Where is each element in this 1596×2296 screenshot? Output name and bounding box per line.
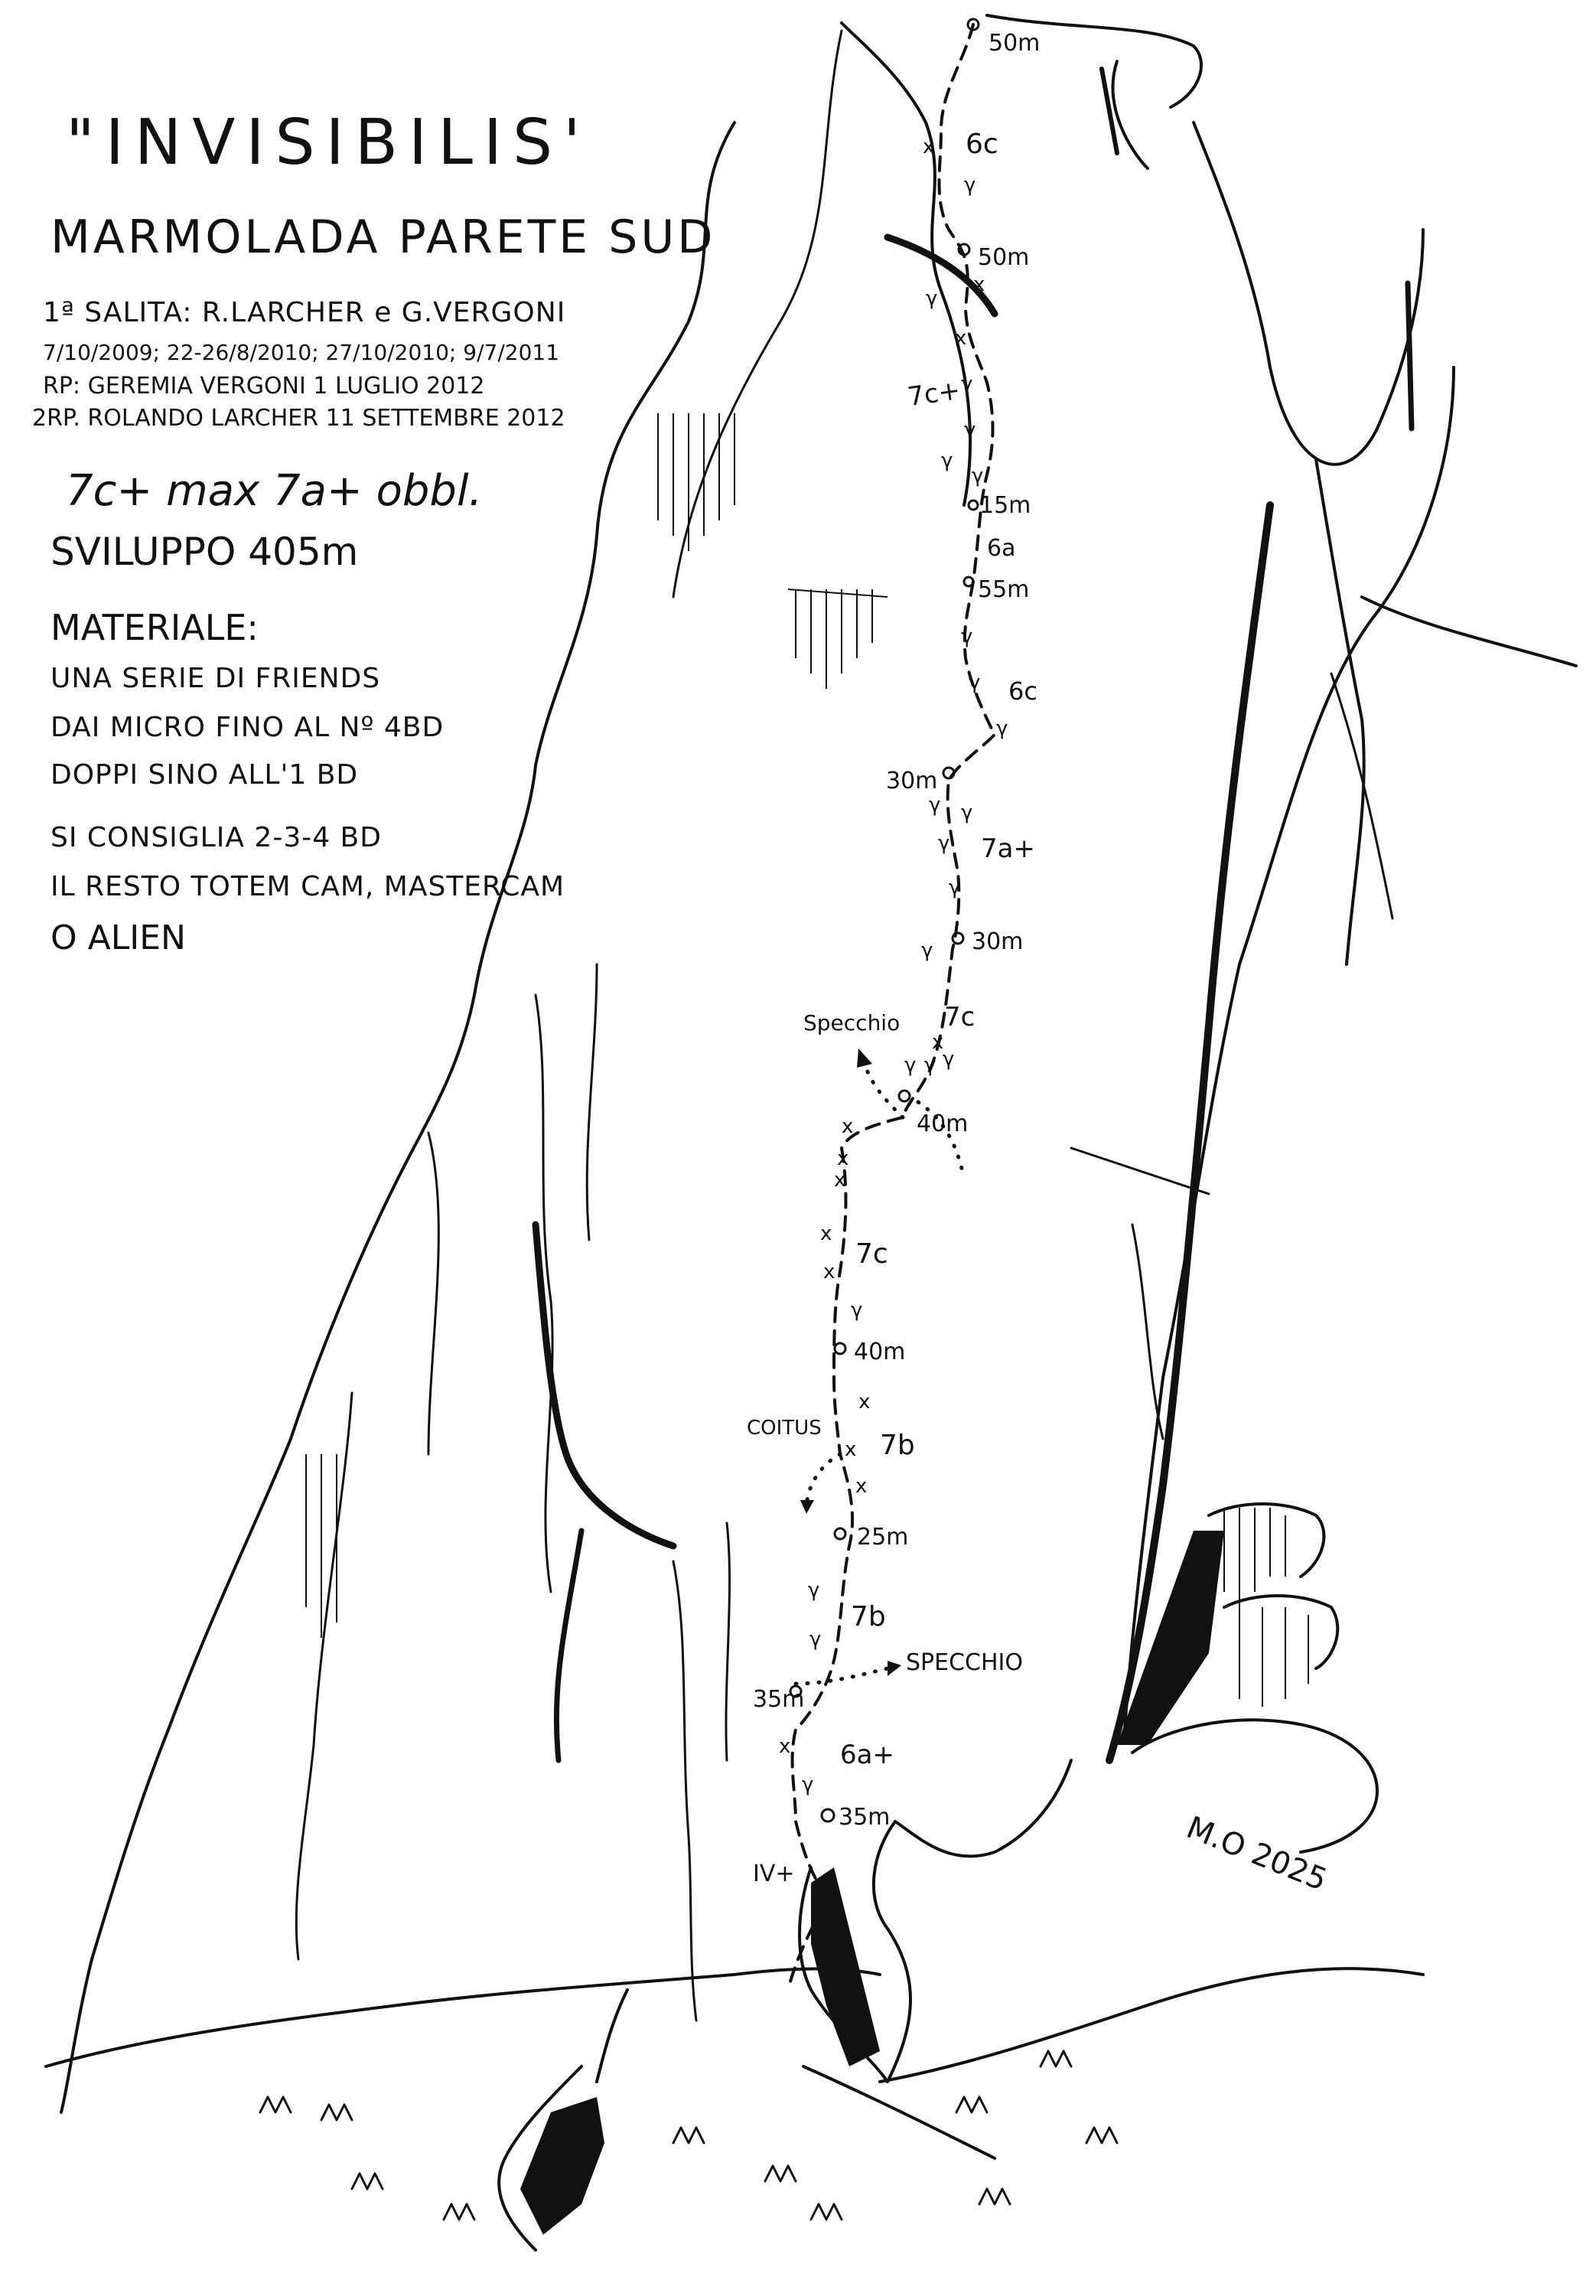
svg-text:γ: γ xyxy=(802,1773,813,1796)
pitch-grade: 6a+ xyxy=(840,1740,894,1770)
redpoint-2: 2RP. ROLANDO LARCHER 11 SETTEMBRE 2012 xyxy=(32,405,565,432)
svg-text:x: x xyxy=(823,1261,835,1283)
material-line: UNA SERIE DI FRIENDS xyxy=(50,663,380,694)
first-ascent: 1ª SALITA: R.LARCHER e G.VERGONI xyxy=(43,297,565,328)
variant-specchio-lower: SPECCHIO xyxy=(906,1649,1023,1676)
route-line xyxy=(787,23,997,1991)
pitch-length: 40m xyxy=(854,1339,905,1365)
pitch-length: 30m xyxy=(972,928,1023,955)
header-text: "INVISIBILIS' MARMOLADA PARETE SUD 1ª SA… xyxy=(32,106,715,957)
pitch-grade: 6c xyxy=(1008,677,1037,706)
pitch-grade: 7c xyxy=(944,1002,975,1032)
svg-text:x: x xyxy=(858,1391,870,1414)
svg-text:γ: γ xyxy=(929,794,940,817)
svg-text:x: x xyxy=(855,1475,867,1498)
pitch-grade: 7b xyxy=(880,1430,915,1461)
pitch-length: 35m xyxy=(753,1686,804,1713)
belay-station xyxy=(951,931,965,945)
svg-text:x: x xyxy=(820,1222,832,1245)
svg-text:γ: γ xyxy=(961,373,972,396)
svg-text:x: x xyxy=(842,1115,853,1138)
svg-text:γ: γ xyxy=(949,876,960,899)
belay-station xyxy=(833,1342,847,1355)
svg-text:γ: γ xyxy=(851,1299,862,1322)
svg-text:γ: γ xyxy=(924,1054,936,1077)
material-line: DAI MICRO FINO AL Nº 4BD xyxy=(50,712,444,743)
pitch-length: 40m xyxy=(917,1110,968,1137)
svg-text:γ: γ xyxy=(938,832,949,855)
belay-station xyxy=(967,499,979,511)
svg-text:γ: γ xyxy=(964,419,976,442)
rock-wall xyxy=(44,14,1578,2252)
belay-station xyxy=(942,766,956,780)
svg-text:γ: γ xyxy=(921,939,933,962)
belay-station xyxy=(820,1808,835,1823)
artist-signature: M.O 2025 xyxy=(1181,1810,1331,1898)
pitch-length: 55m xyxy=(978,576,1029,603)
svg-text:x: x xyxy=(932,1031,943,1054)
belay-station xyxy=(966,18,980,31)
material-line: DOPPI SINO ALL'1 BD xyxy=(50,759,358,791)
svg-text:x: x xyxy=(973,273,985,296)
svg-text:γ: γ xyxy=(996,717,1008,740)
belay-station xyxy=(833,1527,847,1541)
pitch-grade: 6c xyxy=(966,129,998,160)
pitch-grade: IV+ xyxy=(753,1861,795,1887)
svg-text:γ: γ xyxy=(904,1054,916,1077)
advice-line: SI CONSIGLIA 2-3-4 BD xyxy=(50,822,382,853)
variant-specchio-upper: Specchio xyxy=(803,1010,900,1035)
svg-text:γ: γ xyxy=(808,1579,819,1602)
svg-text:x: x xyxy=(837,1147,848,1170)
pitch-length: 25m xyxy=(857,1524,908,1551)
redpoint: RP: GEREMIA VERGONI 1 LUGLIO 2012 xyxy=(43,373,485,400)
svg-text:γ: γ xyxy=(809,1628,821,1651)
route-subtitle: MARMOLADA PARETE SUD xyxy=(50,210,715,264)
pitch-labels: 50m 6c 50m 7c+ 15m 6a 55m 6c 30m 7a+ 30m… xyxy=(753,30,1040,1887)
svg-text:x: x xyxy=(845,1438,856,1461)
svg-text:γ: γ xyxy=(972,465,983,488)
svg-text:γ: γ xyxy=(964,174,976,197)
pitch-grade: 7c+ xyxy=(906,375,962,413)
svg-text:γ: γ xyxy=(941,449,953,472)
pitch-grade: 6a xyxy=(987,535,1015,562)
belay-station xyxy=(962,576,975,588)
pitch-length: 50m xyxy=(989,30,1040,57)
svg-text:x: x xyxy=(955,327,966,350)
svg-text:γ: γ xyxy=(969,671,980,694)
pitch-length: 15m xyxy=(979,492,1031,519)
svg-text:γ: γ xyxy=(961,801,972,824)
pitch-length: 30m xyxy=(886,768,937,794)
pitch-length: 35m xyxy=(839,1804,890,1831)
advice-line: O ALIEN xyxy=(50,918,186,957)
svg-text:γ: γ xyxy=(961,625,972,648)
route-length: SVILUPPO 405m xyxy=(50,530,358,574)
rock-hatching xyxy=(305,413,1309,1707)
svg-text:γ: γ xyxy=(943,1048,954,1071)
material-heading: MATERIALE: xyxy=(50,607,259,648)
belay-station xyxy=(897,1089,911,1103)
svg-text:γ: γ xyxy=(926,287,937,310)
variant-labels: Specchio COITUS SPECCHIO xyxy=(747,1010,1023,1676)
svg-text:x: x xyxy=(834,1169,845,1192)
pitch-length: 50m xyxy=(978,244,1029,271)
belay-station xyxy=(957,243,971,256)
grade-summary: 7c+ max 7a+ obbl. xyxy=(66,466,482,516)
belay-station xyxy=(789,1684,803,1698)
advice-line: IL RESTO TOTEM CAM, MASTERCAM xyxy=(50,871,565,902)
pitch-grade: 7b xyxy=(851,1601,886,1632)
pitch-grade: 7a+ xyxy=(981,833,1035,864)
route-title: "INVISIBILIS' xyxy=(66,106,591,179)
variant-coitus: COITUS xyxy=(747,1417,822,1440)
ascent-dates: 7/10/2009; 22-26/8/2010; 27/10/2010; 9/7… xyxy=(43,340,559,365)
svg-text:x: x xyxy=(923,135,934,158)
svg-text:x: x xyxy=(779,1735,790,1758)
belay-stations xyxy=(789,18,980,1823)
pitch-grade: 7c xyxy=(855,1238,888,1270)
